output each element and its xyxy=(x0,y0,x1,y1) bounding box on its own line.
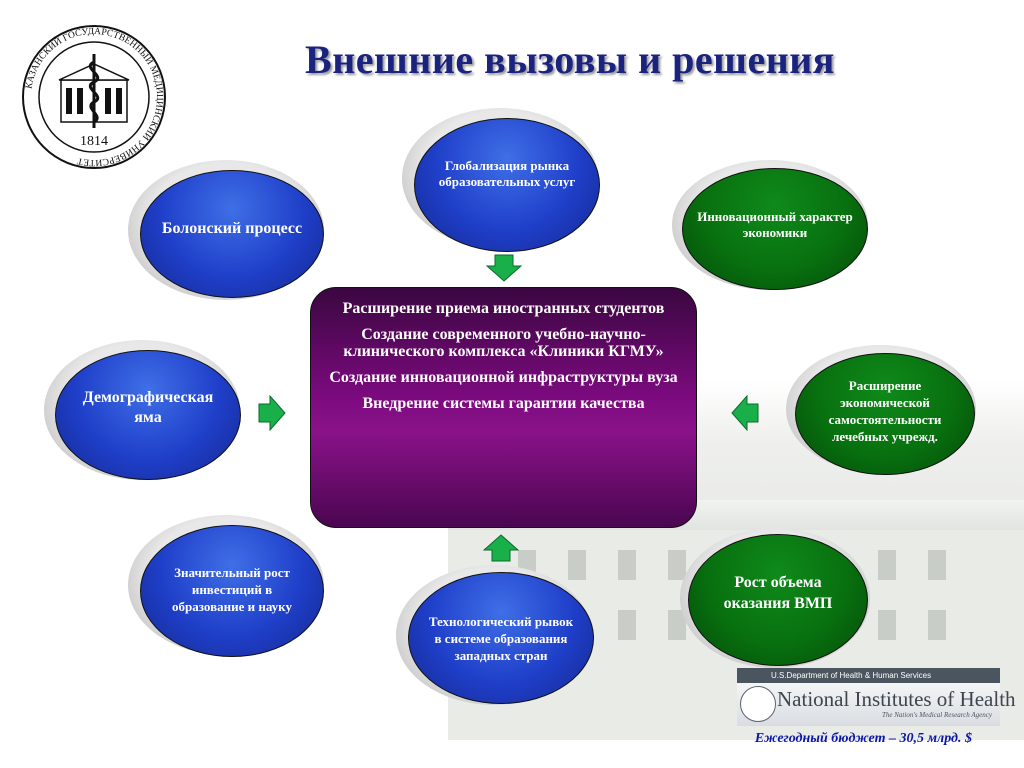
challenge-bologna: Болонский процесс xyxy=(140,170,324,298)
arrow-down-icon xyxy=(486,254,522,282)
challenge-investments: Значительный рост инвестиций в образован… xyxy=(140,525,324,657)
nih-banner: U.S.Department of Health & Human Service… xyxy=(737,668,1016,726)
challenge-innovation-economy: Инновационный характер экономики xyxy=(682,168,868,290)
challenge-tech-leap: Технологический рывок в системе образова… xyxy=(408,572,594,704)
solution-item: Расширение приема иностранных студентов xyxy=(342,300,665,317)
nih-department: U.S.Department of Health & Human Service… xyxy=(737,668,1000,683)
budget-note: Ежегодный бюджет – 30,5 млрд. $ xyxy=(754,731,972,746)
arrow-up-icon xyxy=(483,534,519,562)
hhs-seal-icon xyxy=(740,686,776,722)
solution-item: Создание инновационной инфраструктуры ву… xyxy=(329,369,678,386)
university-seal-icon: КАЗАНСКИЙ ГОСУДАРСТВЕННЫЙ МЕДИЦИНСКИЙ УН… xyxy=(22,25,166,169)
challenge-autonomy: Расширение экономической самостоятельнос… xyxy=(795,353,975,475)
solution-item: Внедрение системы гарантии качества xyxy=(362,395,645,412)
page-title: Внешние вызовы и решения xyxy=(305,37,835,82)
arrow-left-icon xyxy=(731,395,759,431)
challenge-globalization: Глобализация рынка образовательных услуг xyxy=(414,118,600,252)
nih-tagline: The Nation's Medical Research Agency xyxy=(882,711,992,719)
solutions-box: Расширение приема иностранных студентов … xyxy=(310,287,697,528)
seal-year: 1814 xyxy=(80,134,108,149)
arrow-right-icon xyxy=(258,395,286,431)
nih-name: National Institutes of Health xyxy=(777,687,1016,711)
solution-item: Создание современного учебно-научно-клин… xyxy=(343,326,664,360)
challenge-demographic: Демографическая яма xyxy=(55,350,241,480)
challenge-vmp: Рост объема оказания ВМП xyxy=(688,534,868,666)
